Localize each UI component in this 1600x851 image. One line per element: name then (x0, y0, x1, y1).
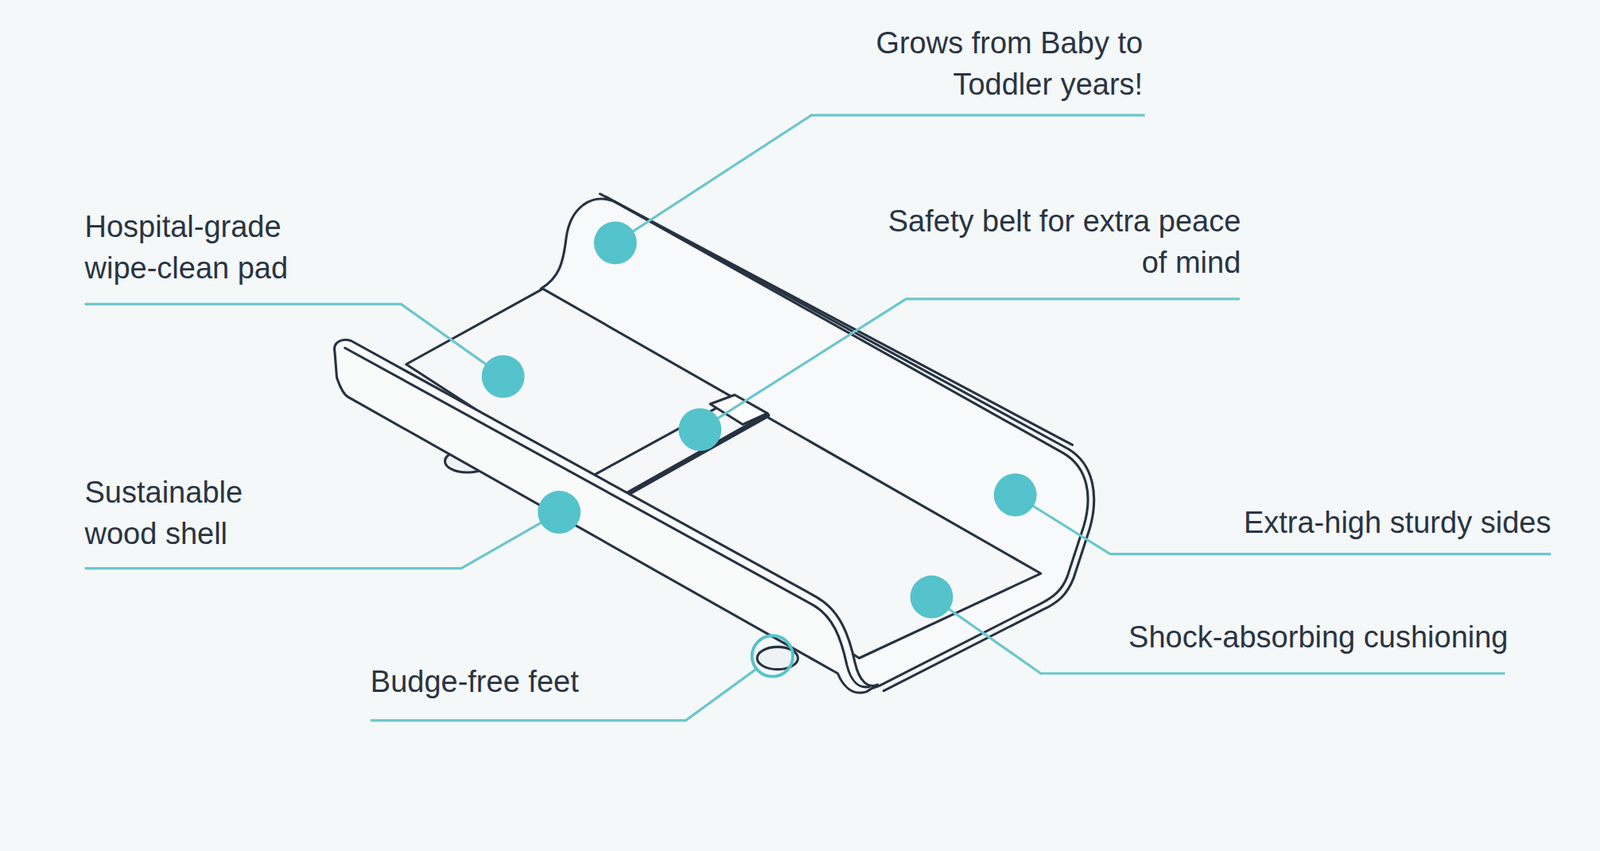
callout-dot (994, 473, 1037, 517)
leader-line (85, 303, 504, 377)
callout-label: Safety belt for extra peace of mind (882, 200, 1241, 284)
leader-lines (85, 115, 1552, 721)
callout-label: Extra-high sturdy sides (1243, 501, 1552, 544)
callout-dot (537, 490, 581, 534)
callout-ring (752, 635, 793, 676)
callout-dot (910, 575, 954, 619)
near-rail-edge (345, 347, 870, 687)
callout-dot (594, 221, 637, 265)
callout-label: Sustainable wood shell (85, 471, 292, 555)
callout-label: Hospital-grade wipe-clean pad (85, 205, 348, 289)
callout-label: Grows from Baby to Toddler years! (800, 22, 1143, 105)
leader-line (699, 299, 1240, 430)
callout-label: Shock-absorbing cushioning (1128, 616, 1508, 658)
near-rail (334, 339, 878, 693)
callout-dots (481, 221, 1037, 618)
callout-label: Budge-free feet (370, 660, 579, 703)
callout-dot (678, 407, 722, 451)
leader-line (1015, 494, 1552, 554)
callout-dot (481, 354, 525, 398)
